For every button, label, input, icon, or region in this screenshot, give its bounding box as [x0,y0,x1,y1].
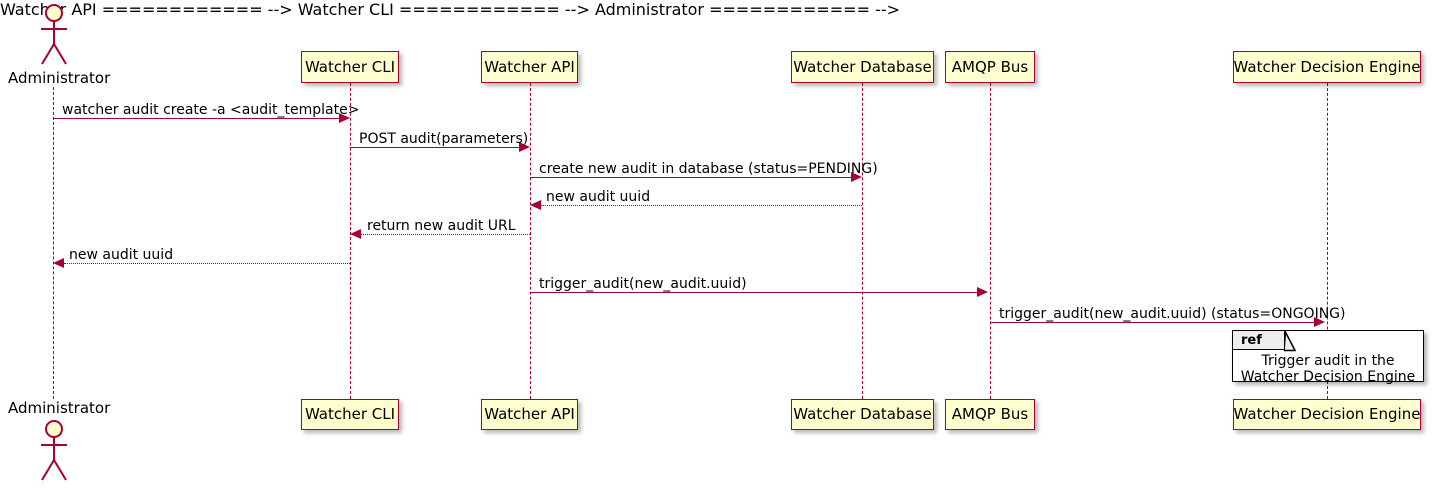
participant-amqp-bus-bottom[interactable]: AMQP Bus [945,399,1035,430]
actor-label-administrator-top: Administrator [8,69,111,87]
participant-label: Watcher CLI [304,57,396,76]
actor-administrator-top [36,2,72,72]
lifeline-watcher-decision-engine [1327,83,1328,399]
message-label-3: create new audit in database (status=PEN… [539,161,878,177]
participant-label: Watcher CLI [304,405,396,423]
participant-label: Watcher Decision Engine [1233,57,1421,76]
message-line-5 [361,234,530,235]
actor-administrator-bottom [36,418,72,488]
ref-fragment: ref Trigger audit in the Watcher Decisio… [1232,330,1424,385]
message-label-7: trigger_audit(new_audit.uuid) [539,276,747,292]
participant-watcher-database-bottom[interactable]: Watcher Database [791,399,934,430]
participant-label: Watcher Decision Engine [1233,405,1421,423]
participant-label: Watcher Database [793,57,932,76]
lifeline-watcher-cli [350,83,351,399]
message-arrowhead-7 [977,287,988,297]
participant-label: AMQP Bus [951,57,1029,76]
message-arrowhead-4 [530,200,541,210]
message-label-2: POST audit(parameters) [359,131,529,147]
lifeline-administrator [53,87,54,399]
ref-body-line-2: Watcher Decision Engine [1240,369,1416,385]
message-label-6: new audit uuid [69,247,174,263]
participant-watcher-database-top[interactable]: Watcher Database [791,51,934,83]
message-line-2 [350,147,521,148]
lifeline-amqp-bus [990,83,991,399]
message-arrowhead-6 [53,258,64,268]
ref-tab-label: ref [1241,332,1262,348]
ref-tab-corner-outline [1284,331,1297,352]
actor-icon [41,420,67,481]
message-arrowhead-2 [519,142,530,152]
ref-fragment-body: Trigger audit in the Watcher Decision En… [1233,353,1423,385]
message-label-8: trigger_audit(new_audit.uuid) (status=ON… [999,306,1346,322]
participant-watcher-api-bottom[interactable]: Watcher API [481,399,578,430]
participant-watcher-decision-engine-top[interactable]: Watcher Decision Engine [1233,51,1421,83]
participant-label: AMQP Bus [951,405,1029,423]
participant-label: Watcher API [484,405,575,423]
message-line-3 [530,177,853,178]
participant-amqp-bus-top[interactable]: AMQP Bus [945,51,1035,83]
message-line-1 [53,118,341,119]
message-arrowhead-1 [339,113,350,123]
participant-watcher-decision-engine-bottom[interactable]: Watcher Decision Engine [1233,399,1421,430]
message-line-4 [541,205,862,206]
message-label-5: return new audit URL [367,218,516,234]
actor-icon [41,4,67,65]
lifeline-watcher-database [862,83,863,399]
message-label-1: watcher audit create -a <audit_template> [62,102,360,118]
participant-watcher-cli-bottom[interactable]: Watcher CLI [301,399,399,430]
message-arrowhead-3 [851,172,862,182]
message-arrowhead-5 [350,229,361,239]
participant-watcher-cli-top[interactable]: Watcher CLI [301,51,399,83]
message-arrowhead-8 [1314,317,1325,327]
actor-label-administrator-bottom: Administrator [8,399,111,417]
message-line-8 [990,322,1316,323]
ref-body-line-1: Trigger audit in the [1261,353,1395,369]
participant-label: Watcher API [484,57,575,76]
participant-watcher-api-top[interactable]: Watcher API [481,51,578,83]
message-line-6 [64,263,350,264]
lifeline-watcher-api [530,83,531,399]
message-label-4: new audit uuid [546,189,651,205]
ref-fragment-tab: ref [1233,331,1285,350]
message-line-7 [530,292,979,293]
participant-label: Watcher Database [793,405,932,423]
